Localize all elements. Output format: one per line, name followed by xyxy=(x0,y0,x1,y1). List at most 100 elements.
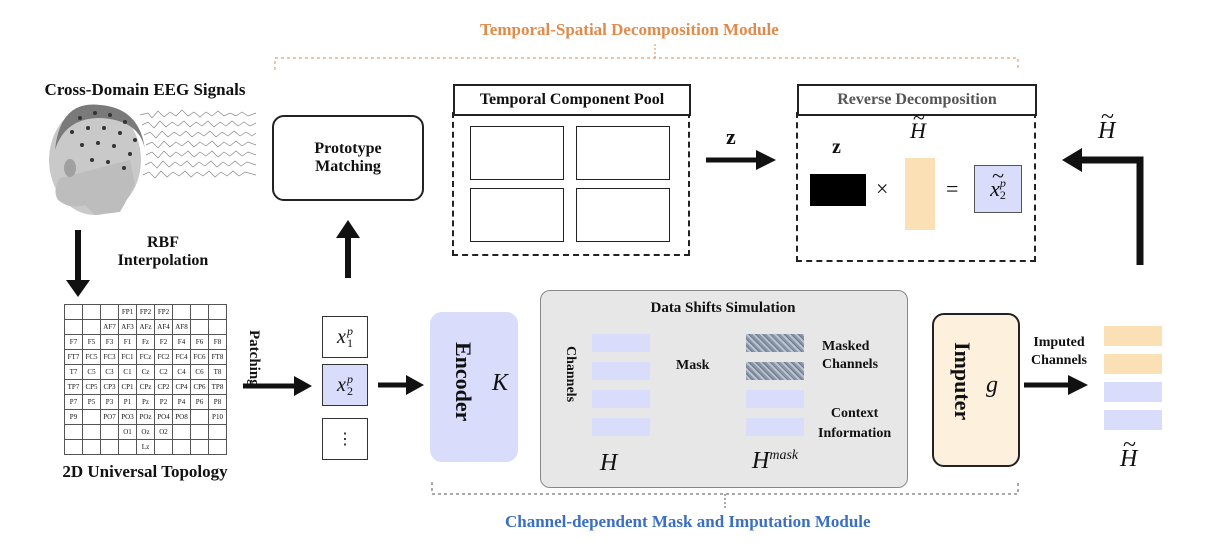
channel-bar-3 xyxy=(592,390,650,408)
topology-cell: P3 xyxy=(100,394,119,410)
z-arrow-label: z xyxy=(726,124,736,149)
topology-cell: Fz xyxy=(136,334,155,350)
z-matrix xyxy=(810,174,866,206)
topology-cell: F1 xyxy=(118,334,137,350)
topology-cell: P7 xyxy=(64,394,83,410)
topology-cell xyxy=(208,319,227,335)
channel-bar-4 xyxy=(592,418,650,436)
channel-bar-2 xyxy=(592,362,650,380)
equals-sign: = xyxy=(946,176,959,201)
imputer-symbol: g xyxy=(986,372,998,398)
rbf-label: RBF Interpolation xyxy=(108,234,218,270)
imputed-h-letter: H xyxy=(1120,446,1138,472)
topology-cell: O2 xyxy=(154,424,173,440)
topology-cell: F3 xyxy=(100,334,119,350)
topology-cell xyxy=(208,424,227,440)
data-shifts-title: Data Shifts Simulation xyxy=(650,300,796,316)
topology-cell xyxy=(190,409,209,425)
imputed-line2: Channels xyxy=(1030,353,1088,368)
rbf-line2: Interpolation xyxy=(117,252,209,269)
topology-cell: F5 xyxy=(82,334,101,350)
topology-cell: O1 xyxy=(118,424,137,440)
imputed-bar-3 xyxy=(1104,382,1162,402)
topology-cell: AF4 xyxy=(154,319,173,335)
masked-line2: Channels xyxy=(822,357,879,372)
topology-cell: AFz xyxy=(136,319,155,335)
topology-cell: AF7 xyxy=(100,319,119,335)
topology-cell: FC6 xyxy=(190,349,209,365)
topology-cell: P2 xyxy=(154,394,173,410)
topology-cell: CP3 xyxy=(100,379,119,395)
topology-cell xyxy=(172,304,191,320)
topology-cell: P9 xyxy=(64,409,83,425)
context-info-label: Context Information xyxy=(818,404,891,444)
topology-cell xyxy=(82,439,101,455)
eeg-head-illustration xyxy=(49,104,257,215)
topology-cell: AF3 xyxy=(118,319,137,335)
topology-cell: PO8 xyxy=(172,409,191,425)
topology-cell: CP2 xyxy=(154,379,173,395)
topology-cell: F2 xyxy=(154,334,173,350)
prototype-line2: Matching xyxy=(315,158,381,175)
context-line1: Context xyxy=(830,406,879,421)
topology-cell: FP2 xyxy=(136,304,155,320)
topology-cell: Lz xyxy=(136,439,155,455)
topology-cell xyxy=(190,304,209,320)
patch-x2-sup: p xyxy=(346,372,353,386)
topology-cell: P4 xyxy=(172,394,191,410)
topology-cell: PO3 xyxy=(118,409,137,425)
temporal-component-pool xyxy=(452,112,690,256)
tilde-icon: ~ xyxy=(913,105,925,130)
imputer-box xyxy=(932,313,1020,467)
hmask-sup: mask xyxy=(769,448,799,463)
component-cell-3 xyxy=(470,188,564,242)
component-cell-1 xyxy=(470,126,564,180)
imputed-bar-1 xyxy=(1104,326,1162,346)
encoder-symbol: K xyxy=(492,370,509,396)
topology-cell: F8 xyxy=(208,334,227,350)
topology-cell: Cz xyxy=(136,364,155,380)
topology-cell: TP7 xyxy=(64,379,83,395)
context-bar-1 xyxy=(746,390,804,408)
imputed-bar-4 xyxy=(1104,410,1162,430)
context-line2: Information xyxy=(818,426,892,441)
patch-x2-base: x xyxy=(337,373,346,396)
topology-cell xyxy=(64,304,83,320)
topology-cell: C1 xyxy=(118,364,137,380)
topology-cell: P6 xyxy=(190,394,209,410)
masked-bar-1 xyxy=(746,334,804,352)
tilde-icon: ~ xyxy=(1123,432,1136,458)
topology-cell xyxy=(208,304,227,320)
patch-x1-base: x xyxy=(337,325,346,348)
topology-title: 2D Universal Topology xyxy=(62,462,228,481)
topology-cell xyxy=(82,304,101,320)
reverse-h-tilde: ~ H xyxy=(910,105,926,144)
topology-cell xyxy=(154,439,173,455)
topology-cell xyxy=(208,439,227,455)
topology-cell: FC3 xyxy=(100,349,119,365)
topology-cell xyxy=(64,424,83,440)
masked-channels-label: Masked Channels xyxy=(822,338,878,374)
tilde-icon: ~ xyxy=(992,163,1005,188)
channel-mask-module-title: Channel-dependent Mask and Imputation Mo… xyxy=(505,512,871,531)
mask-label: Mask xyxy=(676,358,710,373)
topology-cell xyxy=(172,424,191,440)
patch-x1-sup: p xyxy=(346,324,353,338)
patch-more: ⋮ xyxy=(322,418,368,460)
topology-cell: FP1 xyxy=(118,304,137,320)
topology-cell xyxy=(82,424,101,440)
topology-cell: C4 xyxy=(172,364,191,380)
imputed-bar-2 xyxy=(1104,354,1162,374)
topology-cell: CP5 xyxy=(82,379,101,395)
masked-bar-2 xyxy=(746,362,804,380)
topology-cell xyxy=(118,439,137,455)
topology-row: Lz xyxy=(64,439,227,455)
topology-cell: CP6 xyxy=(190,379,209,395)
